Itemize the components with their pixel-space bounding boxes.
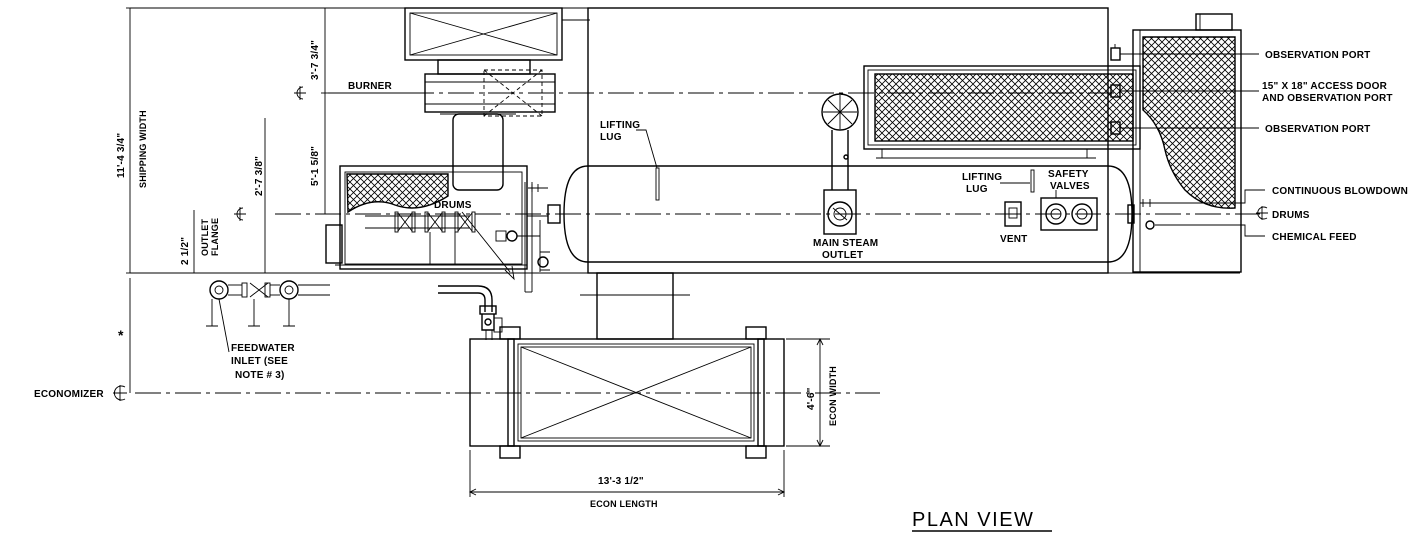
right-enclosure	[1110, 13, 1242, 273]
centerline-symbols	[113, 86, 1268, 401]
chemical-feed-label: CHEMICAL FEED	[1272, 232, 1357, 243]
economizer-label: ECONOMIZER	[34, 389, 104, 400]
shipping-width-label: SHIPPING WIDTH	[138, 110, 148, 188]
lifting-lug-left-label-1: LIFTING	[600, 120, 640, 131]
main-steam-label-1: MAIN STEAM	[813, 238, 878, 249]
econ-length-label: ECON LENGTH	[590, 499, 658, 509]
safety-valves: SAFETY VALVES	[1040, 169, 1098, 231]
continuous-blowdown-label: CONTINUOUS BLOWDOWN	[1272, 186, 1408, 197]
lifting-lug-right: LIFTING LUG	[962, 169, 1035, 195]
lifting-lug-right-label-1: LIFTING	[962, 172, 1002, 183]
drums-centerline-label: DRUMS	[1272, 210, 1310, 221]
dimension-burner-offset: 3'-7 3/4"	[310, 8, 329, 94]
lifting-lug-left-label-2: LUG	[600, 132, 622, 143]
shipping-width-value: 11'-4 3/4"	[116, 133, 127, 178]
feedwater-label-2: INLET (SEE	[231, 356, 288, 367]
right-callouts: OBSERVATION PORT 15" X 18" ACCESS DOOR A…	[1120, 50, 1408, 243]
dimension-shipping-width: 11'-4 3/4" SHIPPING WIDTH	[116, 7, 148, 274]
burner-callout: BURNER	[330, 81, 425, 94]
dimension-economizer-offset: *	[118, 278, 131, 393]
stack-box	[325, 165, 528, 270]
safety-valves-label-1: SAFETY	[1048, 169, 1089, 180]
observation-port-top-label: OBSERVATION PORT	[1265, 50, 1370, 61]
burner-label: BURNER	[348, 81, 393, 92]
outlet-flange-value: 2 1/2"	[180, 237, 191, 265]
gate-valve-2	[424, 211, 446, 233]
burner-offset-value: 3'-7 3/4"	[310, 40, 321, 80]
dimension-drums-offset: 5'-1 5/8"	[310, 93, 329, 215]
drums-callout: DRUMS	[434, 200, 515, 281]
economizer	[469, 326, 830, 459]
access-door-label-2: AND OBSERVATION PORT	[1262, 93, 1393, 104]
observation-port-top-marker	[1110, 47, 1121, 61]
observation-port-bottom-label: OBSERVATION PORT	[1265, 124, 1370, 135]
drums-label: DRUMS	[434, 200, 472, 211]
feedwater-label-1: FEEDWATER	[231, 343, 295, 354]
lifting-lug-left: LIFTING LUG	[600, 120, 660, 201]
plan-view-title: PLAN VIEW	[912, 509, 1034, 531]
view-title: PLAN VIEW	[912, 509, 1052, 532]
main-steam-label-2: OUTLET	[822, 250, 863, 261]
lifting-lug-right-label-2: LUG	[966, 184, 988, 195]
economizer-piping	[438, 272, 700, 340]
main-steam-callout: MAIN STEAM OUTLET	[813, 238, 878, 261]
flange-offset-value: 2'-7 3/8"	[254, 156, 265, 196]
dimension-econ-length: 13'-3 1/2" ECON LENGTH	[468, 450, 786, 509]
burner-assembly	[404, 7, 590, 191]
feedwater-inlet: FEEDWATER INLET (SEE NOTE # 3)	[206, 280, 330, 381]
dimension-outlet-flange: 2 1/2" OUTLET FLANGE	[180, 210, 220, 273]
vent-label: VENT	[1000, 234, 1027, 245]
outlet-flange-label-2: FLANGE	[210, 218, 220, 256]
feedwater-label-3: NOTE # 3)	[235, 370, 285, 381]
main-steam-outlet	[821, 93, 859, 235]
air-heater-box	[863, 65, 1141, 159]
vent: VENT	[1000, 201, 1027, 245]
econ-width-label: ECON WIDTH	[828, 366, 838, 426]
safety-valves-label-2: VALVES	[1050, 181, 1090, 192]
econ-length-value: 13'-3 1/2"	[598, 476, 644, 487]
economizer-callout: ECONOMIZER	[34, 389, 104, 400]
dimension-econ-width: 4'-6" ECON WIDTH	[806, 337, 838, 448]
drum-fittings	[495, 182, 561, 293]
gate-valve-3	[454, 211, 476, 233]
outlet-flange-label-1: OUTLET	[200, 219, 210, 256]
asterisk-note: *	[118, 327, 124, 343]
gate-valve-1	[394, 211, 416, 233]
dimension-flange-offset: 2'-7 3/8"	[254, 118, 266, 273]
econ-width-value: 4'-6"	[806, 387, 817, 410]
access-door-label-1: 15" X 18" ACCESS DOOR	[1262, 81, 1388, 92]
drums-offset-value: 5'-1 5/8"	[310, 146, 321, 186]
